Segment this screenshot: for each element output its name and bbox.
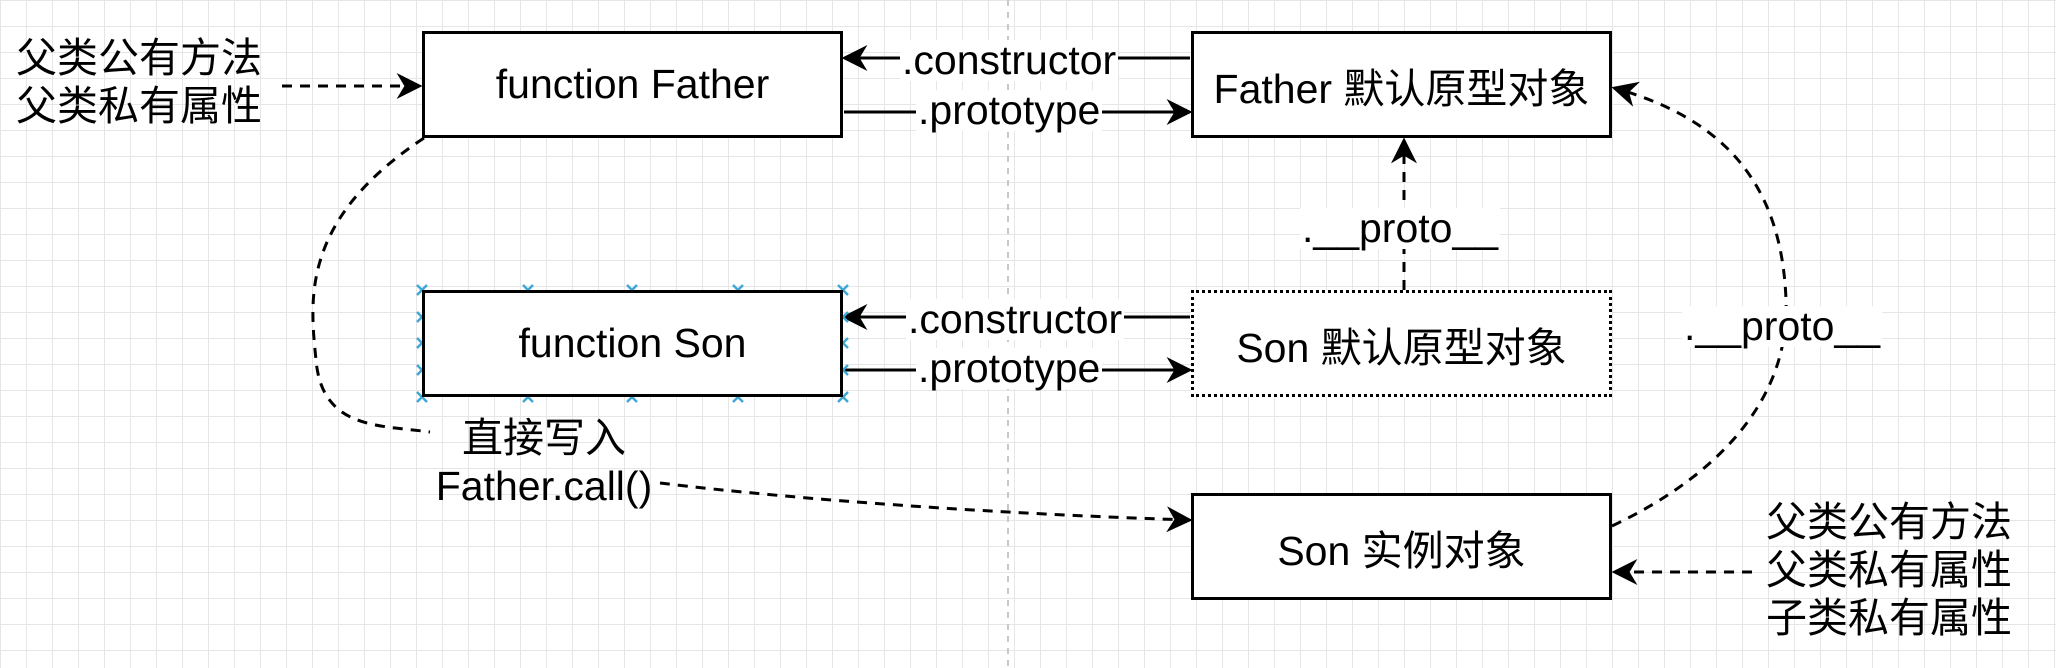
- node-son-instance[interactable]: Son 实例对象: [1191, 493, 1612, 600]
- label-father-call: 直接写入 Father.call(): [426, 414, 662, 510]
- node-son-default-prototype[interactable]: Son 默认原型对象: [1191, 290, 1612, 397]
- label-son-proto-link: .__proto__: [1300, 205, 1501, 251]
- node-function-son-label: function Son: [518, 320, 747, 366]
- node-son-instance-label: Son 实例对象: [1277, 527, 1526, 574]
- note-instance-members-line: 父类公有方法: [1766, 499, 2012, 545]
- note-instance-members: 父类公有方法 父类私有属性 子类私有属性: [1766, 498, 2012, 642]
- note-father-members: 父类公有方法 父类私有属性: [16, 34, 262, 130]
- label-father-call-line2: Father.call(): [435, 463, 653, 509]
- label-son-prototype: .prototype: [916, 345, 1103, 391]
- node-father-default-prototype[interactable]: Father 默认原型对象: [1191, 31, 1612, 138]
- edge-father-call-to-instance[interactable]: [311, 136, 431, 434]
- node-function-son[interactable]: function Son: [422, 290, 843, 397]
- label-instance-proto-link: .__proto__: [1682, 303, 1883, 349]
- note-father-members-line: 父类公有方法: [16, 35, 262, 81]
- node-function-father-label: function Father: [495, 61, 770, 107]
- label-father-prototype: .prototype: [916, 87, 1103, 133]
- label-father-constructor: .constructor: [900, 37, 1119, 83]
- label-son-constructor: .constructor: [906, 296, 1125, 342]
- node-father-default-prototype-label: Father 默认原型对象: [1213, 65, 1590, 112]
- edge-father-call-to-instance-tail[interactable]: [659, 481, 1193, 533]
- note-father-members-line: 父类私有属性: [16, 83, 262, 129]
- label-father-call-line1: 直接写入: [462, 415, 626, 461]
- node-function-father[interactable]: function Father: [422, 31, 843, 138]
- node-son-default-prototype-label: Son 默认原型对象: [1236, 324, 1567, 371]
- note-instance-members-line: 父类私有属性: [1766, 547, 2012, 593]
- edge-instance-proto-to-father-proto[interactable]: [1611, 81, 1788, 528]
- note-instance-members-line: 子类私有属性: [1766, 595, 2012, 641]
